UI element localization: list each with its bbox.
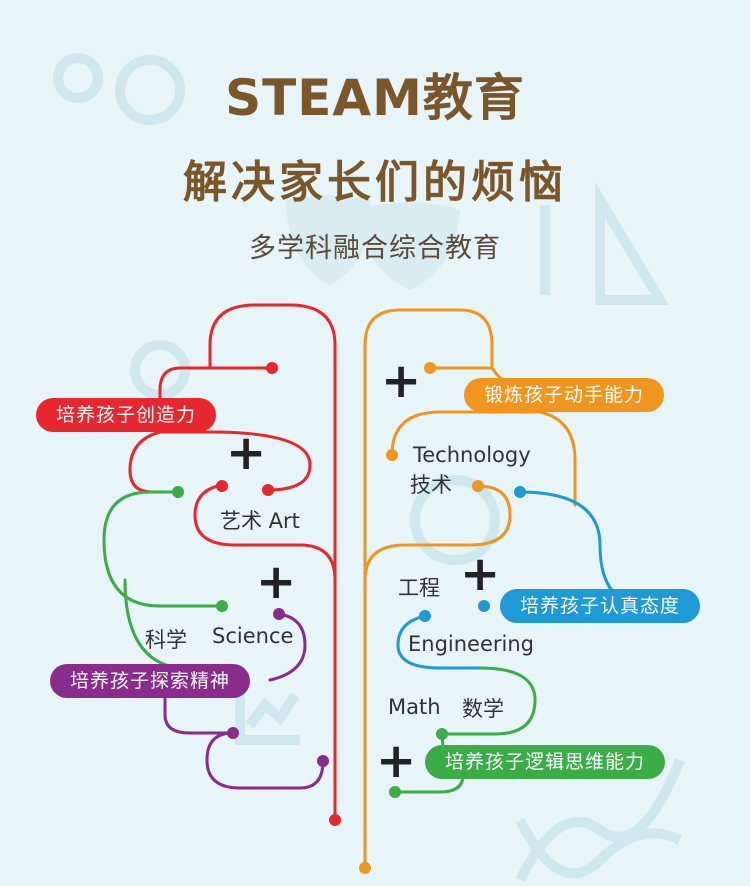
node-dot [514,486,526,498]
node-dot [472,480,484,492]
pill-logic: 培养孩子逻辑思维能力 [425,745,666,779]
node-dot [359,862,371,874]
sub-title: 解决家长们的烦恼 [183,157,567,208]
flask-icon [410,475,500,565]
label-math-en: Math [388,695,441,719]
blue-branch-line [396,614,482,670]
green-branch-line [440,666,537,736]
node-dot [216,480,228,492]
node-dot [317,755,329,767]
ruler-triangle-icon [595,181,669,305]
node-dot [266,362,278,374]
red-branch-line [193,483,337,582]
node-dot [216,600,228,612]
node-dot [386,449,398,461]
chart-icon [235,690,300,745]
plus-sign: + [256,554,297,610]
red-branch-line [158,430,312,492]
theatre-mask-icon [355,202,460,290]
purple-branch-line [268,612,307,682]
red-branch-line [128,430,180,494]
red-branch-line [158,366,212,402]
pill-exploration: 培养孩子探索精神 [50,664,251,698]
label-science-cn: 科学 [145,628,187,652]
label-technology-en: Technology [413,443,531,467]
node-dot [389,786,401,798]
purple-branch-line [163,696,325,790]
red-branch-line [208,303,337,822]
node-dot [273,608,285,620]
dna-icon [515,758,685,883]
pill-handson: 锻炼孩子动手能力 [464,378,665,412]
orange-branch-line [363,484,512,582]
label-engineering-en: Engineering [408,632,534,656]
orange-branch-line [538,410,577,507]
orange-branch-line [363,308,494,870]
main-title: STEAM教育 [225,69,525,127]
subtitle: 多学科融合综合教育 [249,233,501,264]
theatre-mask-icon [285,195,371,285]
node-dot [329,814,341,826]
node-dot [436,728,448,740]
label-art: 艺术 Art [220,509,300,533]
pill-creativity: 培养孩子创造力 [36,398,217,432]
plus-sign: + [460,546,501,602]
plus-sign: + [376,733,417,789]
node-dot [419,610,431,622]
green-branch-line [102,490,224,608]
node-dot [424,362,436,374]
plus-sign: + [226,425,267,481]
label-science-en: Science [212,624,294,648]
node-dot [478,600,490,612]
label-math-cn: 数学 [462,697,504,721]
dna-icon [515,817,683,879]
plus-sign: + [381,353,422,409]
gear-icon [115,55,185,125]
orange-branch-line [390,410,542,457]
node-dot [227,727,239,739]
gear-icon [53,53,103,103]
label-engineering-cn: 工程 [398,576,440,600]
label-technology-cn: 技术 [410,473,452,497]
node-dot [172,486,184,498]
node-dot [262,484,274,496]
pill-attitude: 培养孩子认真态度 [500,589,701,623]
